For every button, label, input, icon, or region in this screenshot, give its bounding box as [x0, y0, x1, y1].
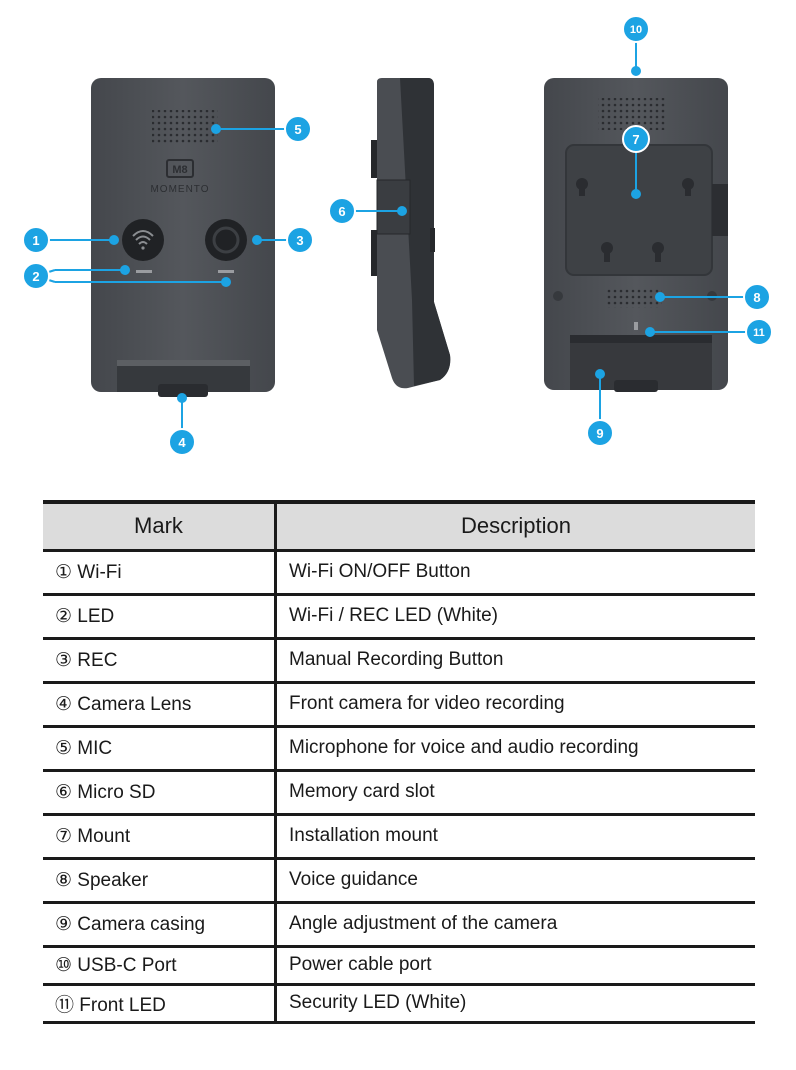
row-mark: ⑨ Camera casing — [43, 902, 277, 948]
callout-badges: 1 2 3 4 5 6 7 8 9 10 11 — [22, 15, 773, 456]
header-mark: Mark — [43, 500, 277, 552]
row-mark: ⑩ USB-C Port — [43, 946, 277, 986]
row-mark: ② LED — [43, 594, 277, 640]
device-side-view — [371, 78, 451, 389]
callout-9: 9 — [586, 419, 614, 447]
row-description: Angle adjustment of the camera — [275, 902, 755, 948]
svg-text:3: 3 — [296, 233, 303, 248]
callout-1: 1 — [22, 226, 50, 254]
row-description: Manual Recording Button — [275, 638, 755, 684]
speaker-grille — [606, 288, 662, 308]
led-left — [136, 270, 152, 273]
device-diagram: M8 MOMENTO — [22, 15, 773, 456]
row-mark: ④ Camera Lens — [43, 682, 277, 728]
row-description: Wi-Fi ON/OFF Button — [275, 550, 755, 596]
callout-6: 6 — [328, 197, 356, 225]
sd-slot — [376, 179, 411, 235]
svg-text:7: 7 — [632, 132, 639, 147]
leader-dots — [109, 66, 665, 403]
row-mark: ⑪ Front LED — [43, 984, 277, 1024]
svg-text:5: 5 — [294, 122, 301, 137]
wifi-icon — [132, 230, 154, 245]
callout-10: 10 — [622, 15, 650, 43]
row-description: Voice guidance — [275, 858, 755, 904]
callout-4: 4 — [168, 428, 196, 456]
logo-text: MOMENTO — [150, 184, 209, 195]
row-mark: ① Wi-Fi — [43, 550, 277, 596]
row-description: Installation mount — [275, 814, 755, 860]
table-header-row: Mark Description — [43, 500, 755, 552]
callout-2: 2 — [22, 262, 50, 290]
wifi-button — [122, 219, 164, 261]
svg-text:2: 2 — [32, 269, 39, 284]
led-right — [218, 270, 234, 273]
row-description: Memory card slot — [275, 770, 755, 816]
row-mark: ③ REC — [43, 638, 277, 684]
row-mark: ⑧ Speaker — [43, 858, 277, 904]
row-description: Wi-Fi / REC LED (White) — [275, 594, 755, 640]
back-grille — [598, 98, 666, 130]
row-mark: ⑤ MIC — [43, 726, 277, 772]
front-led — [634, 322, 638, 330]
device-back-view — [544, 78, 728, 392]
svg-text:1: 1 — [32, 233, 39, 248]
mic-grille — [152, 110, 218, 144]
svg-text:4: 4 — [178, 435, 186, 450]
svg-text:9: 9 — [596, 426, 603, 441]
row-description: Microphone for voice and audio recording — [275, 726, 755, 772]
row-mark: ⑥ Micro SD — [43, 770, 277, 816]
logo-mark: M8 — [172, 164, 187, 176]
callout-3: 3 — [286, 226, 314, 254]
header-description: Description — [275, 500, 755, 552]
camera-lens — [158, 384, 208, 397]
row-description: Power cable port — [275, 946, 755, 986]
callout-11: 11 — [745, 318, 773, 346]
row-description: Security LED (White) — [275, 984, 755, 1024]
callout-8: 8 — [743, 283, 771, 311]
device-front-view: M8 MOMENTO — [91, 78, 275, 397]
svg-text:11: 11 — [753, 327, 765, 339]
svg-text:6: 6 — [338, 204, 345, 219]
mount-plate — [565, 144, 713, 276]
rec-button — [205, 219, 247, 261]
logo-badge — [166, 159, 194, 178]
row-mark: ⑦ Mount — [43, 814, 277, 860]
svg-text:10: 10 — [630, 24, 642, 36]
row-description: Front camera for video recording — [275, 682, 755, 728]
callout-5: 5 — [284, 115, 312, 143]
callout-7: 7 — [622, 125, 650, 153]
svg-text:8: 8 — [753, 290, 760, 305]
